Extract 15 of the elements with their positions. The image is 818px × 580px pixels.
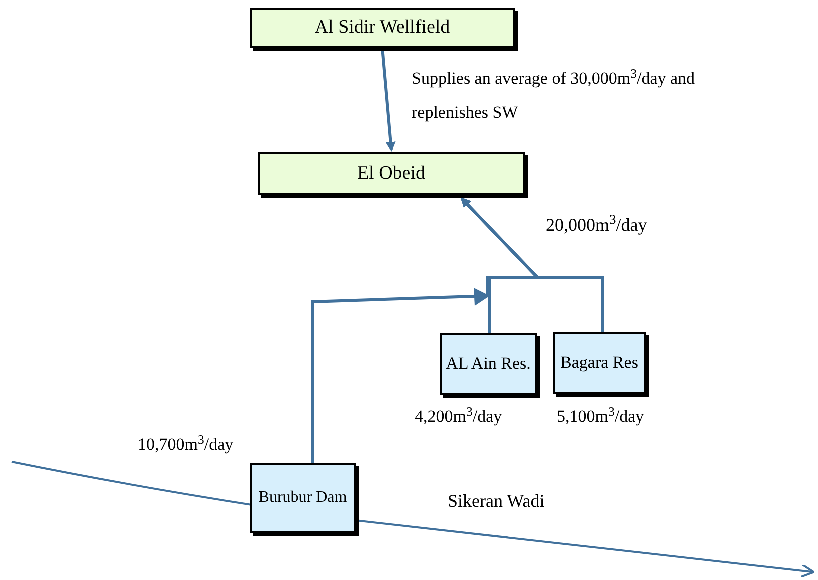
node-label: AL Ain Res. xyxy=(445,353,532,375)
process-box xyxy=(553,332,646,394)
process-box xyxy=(250,8,515,48)
flow-rate-label: 10,700m$^{3}$/day xyxy=(138,432,234,456)
process-box xyxy=(250,463,356,533)
flow-rate-label: 5,100m$^{3}$/day xyxy=(557,404,644,428)
process-box xyxy=(258,152,525,195)
node-label: Burubur Dam xyxy=(258,488,348,508)
node-label: Al Sidir Wellfield xyxy=(314,16,452,40)
node-label: Bagara Res xyxy=(560,352,640,374)
flow-rate-label: 4,200m$^{3}$/day xyxy=(415,404,502,428)
node-label: El Obeid xyxy=(356,162,427,186)
flow-rate-label: 20,000m$^{3}$/day xyxy=(546,212,648,237)
river-label: Sikeran Wadi xyxy=(448,490,545,513)
process-box xyxy=(440,333,537,395)
